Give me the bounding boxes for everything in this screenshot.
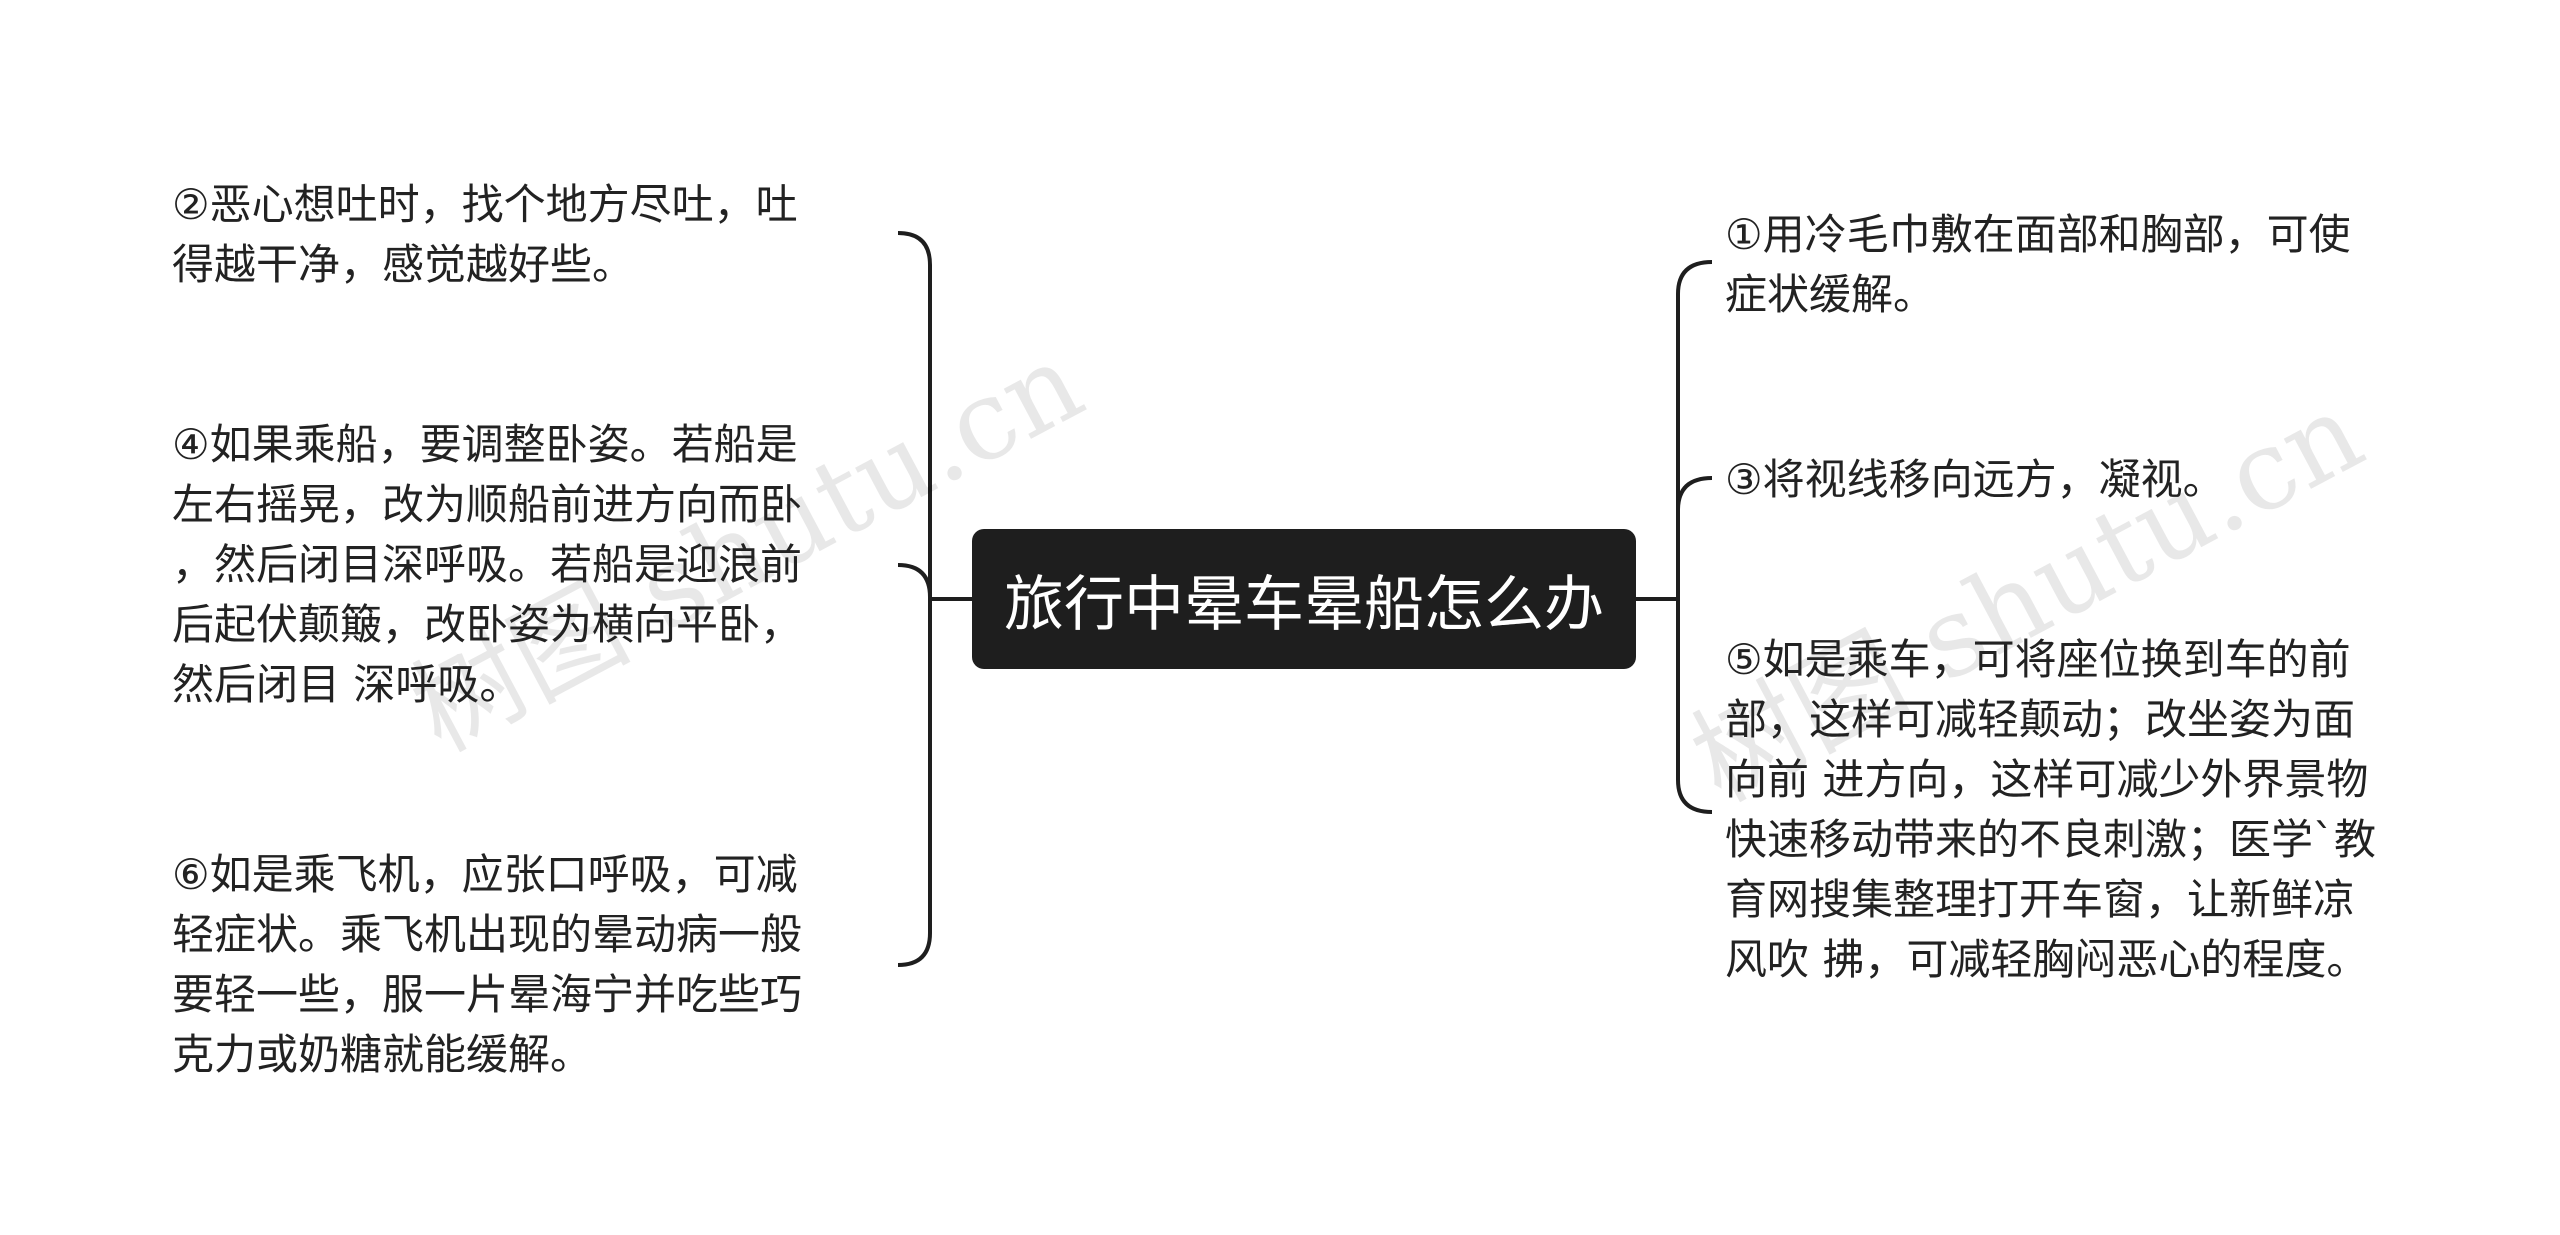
- root-topic[interactable]: 旅行中晕车晕船怎么办: [972, 529, 1636, 669]
- topic-node-6[interactable]: ⑥如是乘飞机，应张口呼吸，可减 轻症状。乘飞机出现的晕动病一般 要轻一些，服一片…: [172, 845, 862, 1085]
- node-text-line: 向前 进方向，这样可减少外界景物: [1725, 755, 2369, 804]
- node-text-line: 然后闭目 深呼吸。: [172, 660, 522, 709]
- node-text-line: ④如果乘船，要调整卧姿。若船是: [172, 420, 798, 469]
- node-text-line: 部，这样可减轻颠动；改坐姿为面: [1725, 695, 2356, 744]
- node-text-line: ⑤如是乘车，可将座位换到车的前: [1725, 635, 2351, 684]
- node-text-line: 轻症状。乘飞机出现的晕动病一般: [172, 910, 803, 959]
- node-text-line: 得越干净，感觉越好些。: [172, 240, 635, 289]
- node-text-line: 快速移动带来的不良刺激；医学`教: [1725, 815, 2377, 864]
- topic-node-5[interactable]: ⑤如是乘车，可将座位换到车的前 部，这样可减轻颠动；改坐姿为面 向前 进方向，这…: [1725, 630, 2425, 990]
- topic-node-1[interactable]: ①用冷毛巾敷在面部和胸部，可使 症状缓解。: [1725, 205, 2425, 325]
- node-text-line: ③将视线移向远方，凝视。: [1725, 455, 2225, 504]
- left-bracket: [897, 231, 932, 967]
- node-text-line: ①用冷毛巾敷在面部和胸部，可使: [1725, 210, 2351, 259]
- node-text-line: ⑥如是乘飞机，应张口呼吸，可减: [172, 850, 798, 899]
- node-text-line: 克力或奶糖就能缓解。: [172, 1030, 593, 1079]
- node-text-line: 后起伏颠簸，改卧姿为横向平卧，: [172, 600, 803, 649]
- node-text-line: 要轻一些，服一片晕海宁并吃些巧: [172, 970, 803, 1019]
- node-text-line: 风吹 拂，可减轻胸闷恶心的程度。: [1725, 935, 2369, 984]
- topic-node-3[interactable]: ③将视线移向远方，凝视。: [1725, 450, 2425, 510]
- topic-node-2[interactable]: ②恶心想吐时，找个地方尽吐，吐 得越干净，感觉越好些。: [172, 175, 862, 295]
- node-text-line: 左右摇晃，改为顺船前进方向而卧: [172, 480, 803, 529]
- node-text-line: ，然后闭目深呼吸。若船是迎浪前: [172, 540, 803, 589]
- right-middle-branch: [1676, 476, 1713, 511]
- topic-node-4[interactable]: ④如果乘船，要调整卧姿。若船是 左右摇晃，改为顺船前进方向而卧 ，然后闭目深呼吸…: [172, 415, 862, 715]
- node-text-line: ②恶心想吐时，找个地方尽吐，吐: [172, 180, 798, 229]
- node-text-line: 症状缓解。: [1725, 270, 1936, 319]
- right-bracket: [1676, 260, 1713, 814]
- node-text-line: 育网搜集整理打开车窗，让新鲜凉: [1725, 875, 2356, 924]
- left-middle-branch: [897, 563, 932, 598]
